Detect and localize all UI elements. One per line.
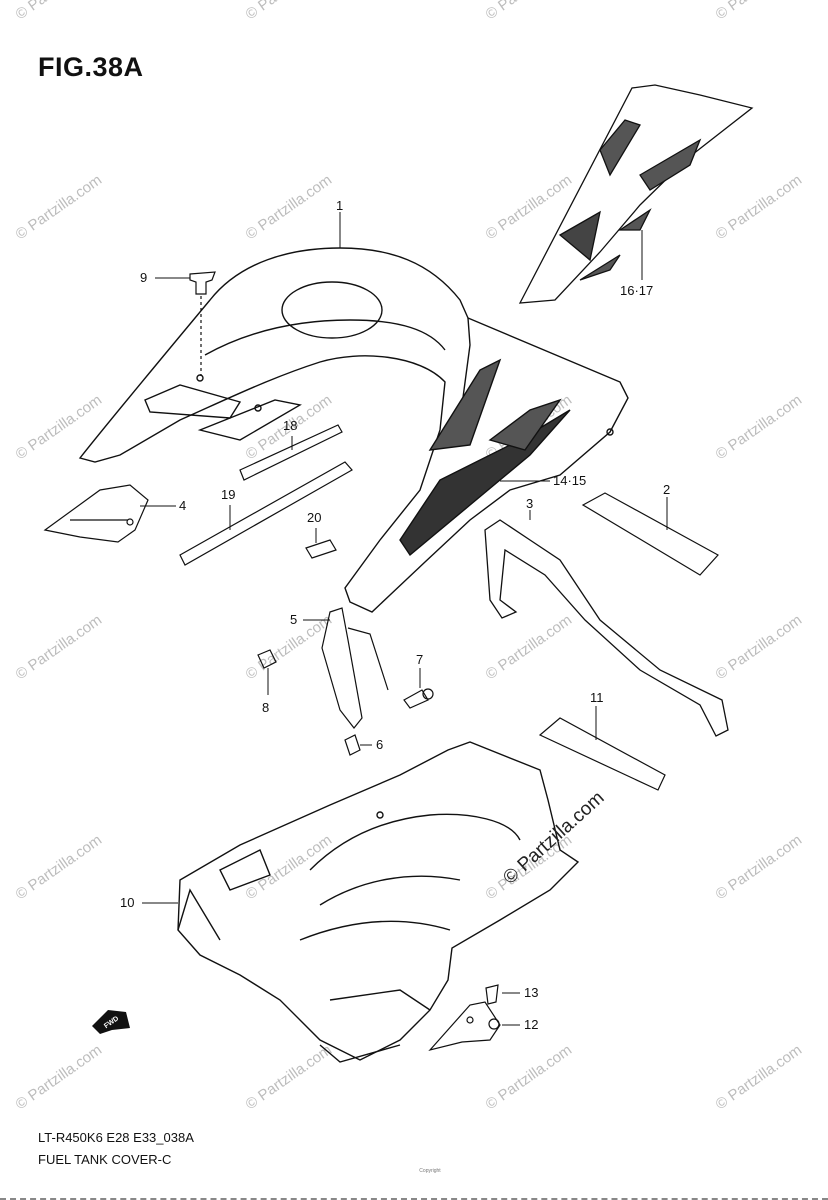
watermark-text: © Partzilla.com (13, 391, 106, 463)
callout-20: 20 (307, 510, 321, 525)
watermark-text: © Partzilla.com (243, 1041, 336, 1113)
copyright-note: Copyright (419, 1168, 441, 1174)
callout-12: 12 (524, 1017, 538, 1032)
watermark-text: © Partzilla.com (713, 611, 806, 683)
callout-7: 7 (416, 652, 423, 667)
watermark-text: © Partzilla.com (713, 391, 806, 463)
callout-9: 9 (140, 270, 147, 285)
watermark-text: © Partzilla.com (483, 0, 576, 23)
watermark-text: © Partzilla.com (243, 611, 336, 683)
watermark-text: © Partzilla.com (13, 0, 106, 23)
watermark-text: © Partzilla.com (243, 171, 336, 243)
callout-10: 10 (120, 895, 134, 910)
bracket-5 (321, 607, 389, 729)
screw-6 (344, 734, 361, 756)
bracket-4 (43, 484, 149, 543)
callout-2: 2 (663, 482, 670, 497)
callout-19: 19 (221, 487, 235, 502)
watermark-text: © Partzilla.com (13, 611, 106, 683)
callout-3: 3 (526, 496, 533, 511)
strip-2 (581, 492, 719, 576)
callout-1: 1 (336, 198, 343, 213)
callout-labels: 1 9 4 18 19 20 2 3 14·15 16·17 5 8 7 6 1… (120, 198, 670, 1032)
callout-14-15: 14·15 (553, 473, 586, 488)
watermark-center: © Partzilla.com (499, 787, 608, 888)
callout-4: 4 (179, 498, 186, 513)
page-edge-divider (0, 1194, 828, 1200)
strip-18 (239, 424, 343, 481)
callout-5: 5 (290, 612, 297, 627)
strip-11 (538, 717, 666, 791)
watermark-text: © Partzilla.com (483, 171, 576, 243)
leader-lines (140, 212, 668, 1026)
bracket-12 (428, 1001, 501, 1052)
watermark-text: © Partzilla.com (713, 1041, 806, 1113)
callout-8: 8 (262, 700, 269, 715)
watermark-text: © Partzilla.com (243, 831, 336, 903)
watermark-text: © Partzilla.com (243, 0, 336, 23)
callout-16-17: 16·17 (620, 283, 653, 298)
watermark-text: © Partzilla.com (13, 171, 106, 243)
lower-cover-10 (177, 741, 580, 1063)
clip-9 (189, 271, 216, 376)
nut-8 (257, 649, 277, 669)
screw-13 (485, 984, 499, 1005)
figure-caption: FUEL TANK COVER-C (38, 1152, 172, 1167)
screw-7 (403, 688, 434, 709)
figure-title: FIG.38A (38, 52, 144, 82)
watermark-text: © Partzilla.com (13, 1041, 106, 1113)
callout-13: 13 (524, 985, 538, 1000)
watermark-text: © Partzilla.com (713, 171, 806, 243)
forward-arrow-icon: FWD (92, 1010, 130, 1034)
fuel-tank-cover-1 (78, 247, 629, 613)
strap-3 (484, 519, 729, 737)
callout-18: 18 (283, 418, 297, 433)
watermark-text: © Partzilla.com (13, 831, 106, 903)
model-code: LT-R450K6 E28 E33_038A (38, 1130, 194, 1145)
watermark-text: © Partzilla.com (483, 1041, 576, 1113)
pad-20 (305, 539, 337, 559)
watermark-text: © Partzilla.com (713, 0, 806, 23)
callout-6: 6 (376, 737, 383, 752)
callout-11: 11 (590, 690, 604, 705)
watermark-text: © Partzilla.com (483, 611, 576, 683)
strip-19 (179, 461, 353, 566)
watermark-text: © Partzilla.com (713, 831, 806, 903)
decal-16-17 (518, 84, 754, 304)
